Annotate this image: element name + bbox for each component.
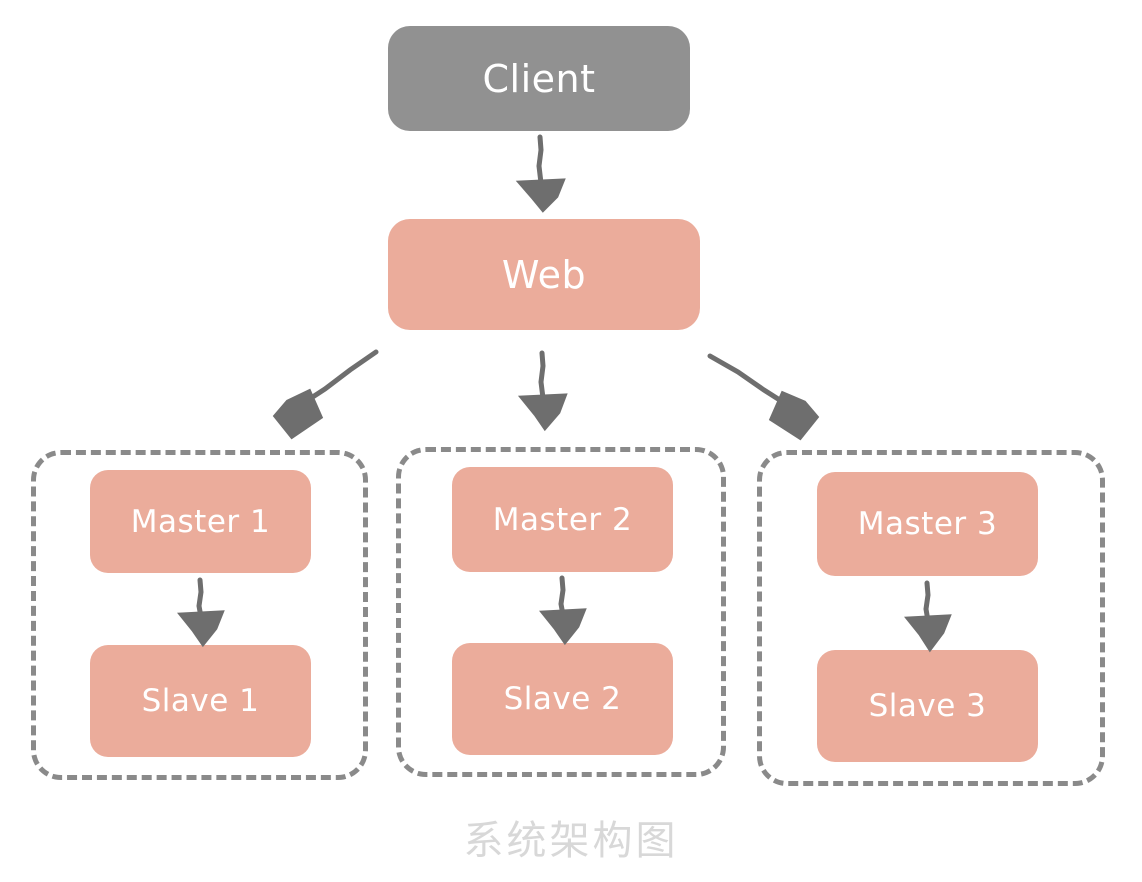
node-master-2-label: Master 2 <box>492 501 633 538</box>
node-master-3-label: Master 3 <box>857 506 998 542</box>
group-shard-2 <box>396 447 726 777</box>
arrow-web-to-master-3 <box>707 353 820 441</box>
node-web-label: Web <box>501 252 587 297</box>
arrow-web-to-master-2 <box>517 350 568 432</box>
node-slave-2[interactable]: Slave 2 <box>452 643 673 755</box>
group-shard-3 <box>757 450 1105 786</box>
node-slave-1-label: Slave 1 <box>141 683 260 719</box>
node-slave-3[interactable]: Slave 3 <box>817 650 1038 762</box>
node-slave-3-label: Slave 3 <box>868 688 987 724</box>
node-web[interactable]: Web <box>388 219 700 330</box>
node-slave-1[interactable]: Slave 1 <box>90 645 311 757</box>
diagram-caption: 系统架构图 <box>463 818 679 864</box>
arrow-web-to-master-1 <box>272 349 379 440</box>
node-master-1-label: Master 1 <box>130 503 271 540</box>
node-master-3[interactable]: Master 3 <box>817 472 1038 576</box>
node-master-1[interactable]: Master 1 <box>90 470 311 573</box>
node-master-2[interactable]: Master 2 <box>452 467 673 572</box>
node-client[interactable]: Client <box>388 26 690 131</box>
node-client-label: Client <box>482 56 596 101</box>
group-shard-1 <box>31 450 368 780</box>
node-slave-2-label: Slave 2 <box>503 681 622 717</box>
arrow-client-to-web <box>515 134 566 213</box>
